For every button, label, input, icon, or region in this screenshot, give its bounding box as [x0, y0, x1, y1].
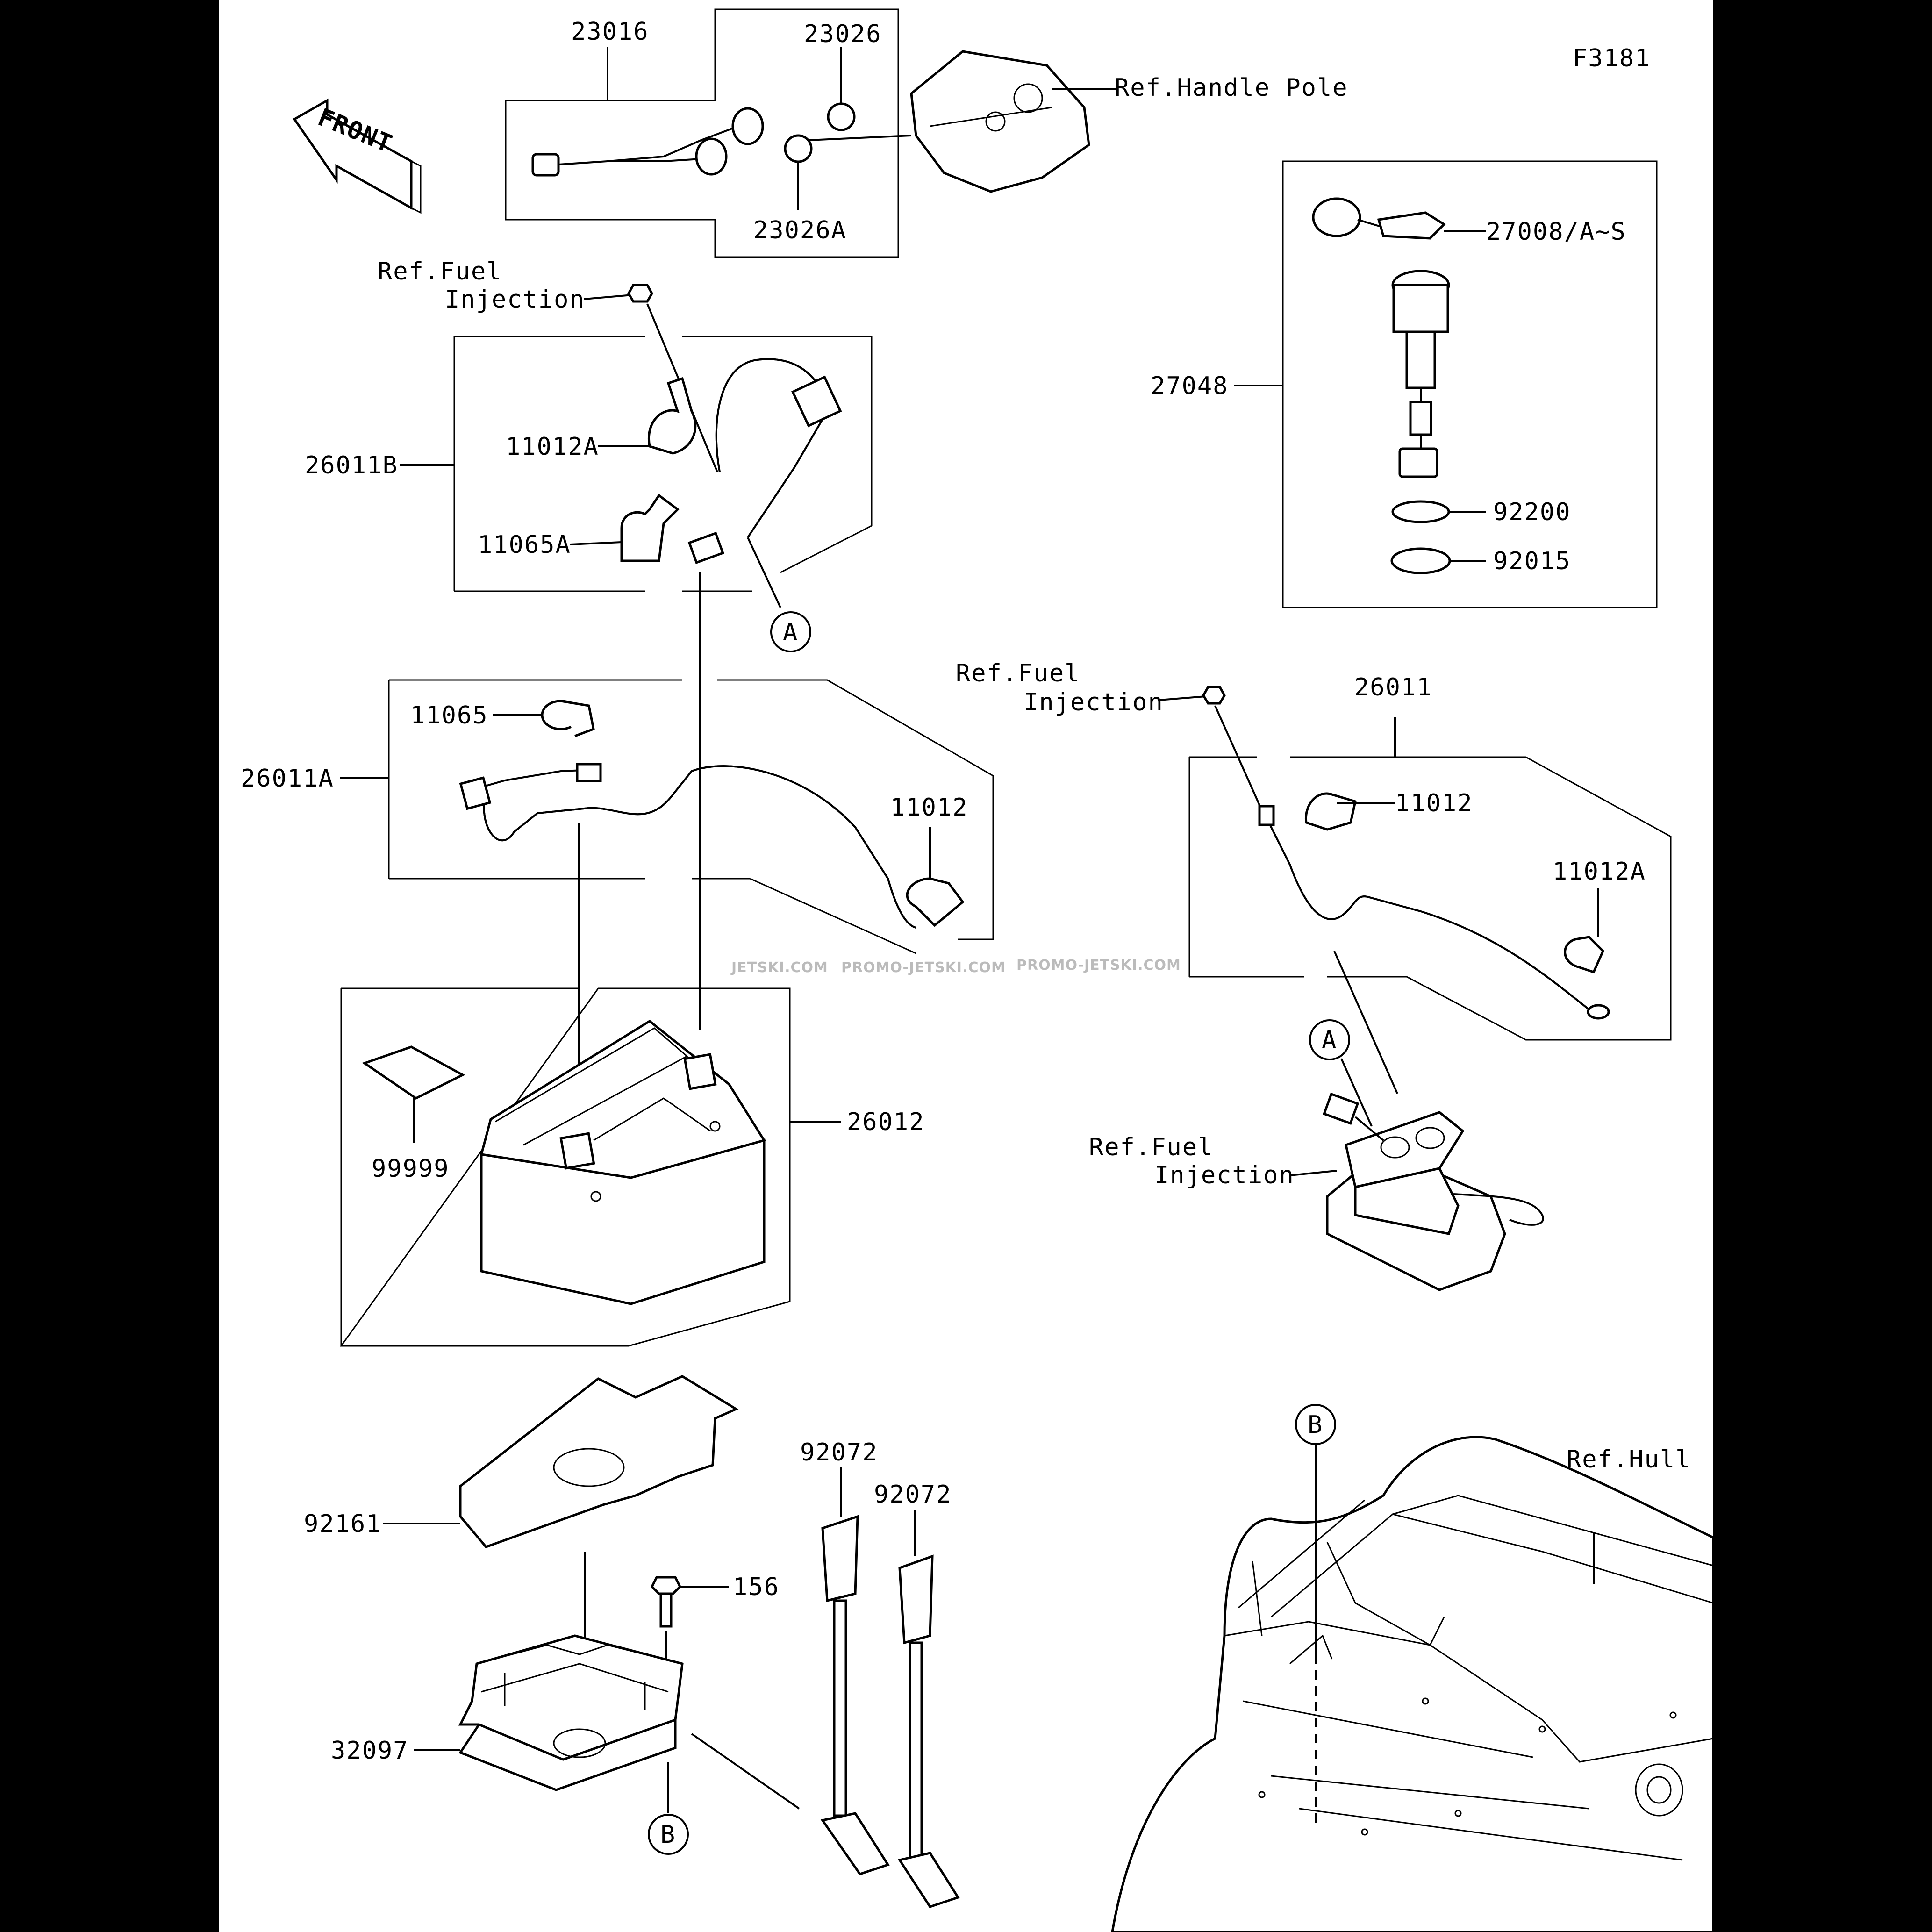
- watermark-3: PROMO-JETSKI.COM: [1016, 957, 1181, 973]
- ref-fuel-injection-3-line2: Injection: [1154, 1161, 1295, 1189]
- group-26011B: Ref.Fuel Injection 26011B 11012A 11065A …: [305, 258, 873, 652]
- handle-pole-part: [910, 50, 1090, 193]
- label-92161: 92161: [304, 1510, 382, 1538]
- key-27008: [1312, 197, 1446, 240]
- label-99999: 99999: [372, 1155, 450, 1183]
- callout-a-right-label: A: [1322, 1026, 1337, 1054]
- group-26012: 99999 26012: [340, 987, 925, 1347]
- label-27008: 27008/A~S: [1486, 218, 1626, 246]
- label-26011B: 26011B: [305, 451, 398, 479]
- group-26011: 26011 Ref.Fuel Injection 11012 11012A: [956, 659, 1672, 1094]
- watermark-2: PROMO-JETSKI.COM: [841, 959, 1006, 976]
- packet-99999: [362, 1045, 465, 1100]
- starter-relay: A Ref.Fuel Injection: [1089, 1019, 1544, 1291]
- label-11012A-right: 11012A: [1553, 858, 1646, 886]
- cap-23026: [827, 102, 856, 131]
- label-27048: 27048: [1151, 372, 1229, 400]
- callout-b-bottom-label: B: [660, 1821, 676, 1849]
- cap-11012-right: [1304, 792, 1357, 831]
- label-23026: 23026: [804, 20, 882, 48]
- label-92072-b: 92072: [874, 1481, 952, 1509]
- harness-23016: [531, 107, 764, 177]
- nut-ref-2: [1202, 686, 1226, 705]
- ref-fuel-injection-3-line1: Ref.Fuel: [1089, 1133, 1213, 1161]
- callout-a-top-label: A: [783, 618, 798, 646]
- ref-fuel-injection-2-line1: Ref.Fuel: [956, 659, 1080, 687]
- label-32097: 32097: [331, 1737, 409, 1765]
- cap-11012-mid: [906, 877, 965, 927]
- label-11012-right: 11012: [1395, 789, 1473, 817]
- strap-92072-b: 92072: [874, 1481, 960, 1908]
- tray-32097: 32097 B: [331, 1634, 800, 1855]
- label-11012A-top: 11012A: [506, 433, 599, 461]
- nut-ref: [627, 284, 653, 303]
- battery-26012: [479, 1019, 766, 1305]
- figure-code: F3181: [1573, 44, 1651, 72]
- label-11065: 11065: [410, 701, 488, 730]
- label-156: 156: [733, 1573, 780, 1601]
- strap-92072-a: 92072: [800, 1438, 890, 1875]
- label-23026A: 23026A: [753, 216, 847, 244]
- cable-26011B: [687, 358, 842, 564]
- ref-fuel-injection-2-line2: Injection: [1023, 688, 1164, 716]
- front-arrow-icon: FRONT: [293, 98, 422, 214]
- ref-hull: Ref.Hull: [1567, 1445, 1691, 1474]
- cap-23026A: [784, 134, 813, 163]
- callout-a-top: [770, 611, 811, 652]
- label-26011A: 26011A: [241, 765, 334, 793]
- pad-92161: 92161: [304, 1375, 739, 1729]
- group-23016: 23016 23026 23026A Ref.Handle Pole: [505, 8, 1348, 258]
- label-26012: 26012: [847, 1108, 925, 1136]
- nut-92015: [1390, 547, 1451, 574]
- label-92200: 92200: [1493, 498, 1571, 526]
- group-27048: 27008/A~S 27048 92200 92015: [1151, 160, 1658, 608]
- label-26011: 26011: [1354, 673, 1432, 701]
- callout-b-hull: [1295, 1404, 1336, 1445]
- ref-handle-pole: Ref.Handle Pole: [1115, 74, 1348, 102]
- group-26011A: 11065 26011A 11012: [241, 679, 994, 954]
- cap-11065A: [620, 494, 680, 562]
- callout-b-hull-label: B: [1308, 1411, 1323, 1439]
- callout-b-bottom: [648, 1814, 689, 1855]
- cable-26011A: [459, 763, 916, 929]
- hull-part: Ref.Hull B: [1111, 1404, 1715, 1932]
- callout-a-right: [1309, 1019, 1350, 1060]
- label-11012-mid: 11012: [890, 794, 968, 822]
- cap-11012A-right: [1564, 936, 1604, 974]
- label-92072-a: 92072: [800, 1438, 878, 1467]
- ref-fuel-injection-1-line1: Ref.Fuel: [378, 258, 502, 286]
- ref-fuel-injection-1-line2: Injection: [445, 286, 585, 314]
- label-11065A: 11065A: [478, 531, 571, 559]
- switch-27048: [1391, 270, 1450, 478]
- watermark-1: JETSKI.COM: [730, 959, 828, 976]
- cap-11012A-top: [648, 377, 697, 455]
- label-92015: 92015: [1493, 547, 1571, 575]
- label-23016: 23016: [571, 18, 649, 46]
- cable-26011: [1258, 805, 1610, 1020]
- ring-92200: [1391, 500, 1450, 523]
